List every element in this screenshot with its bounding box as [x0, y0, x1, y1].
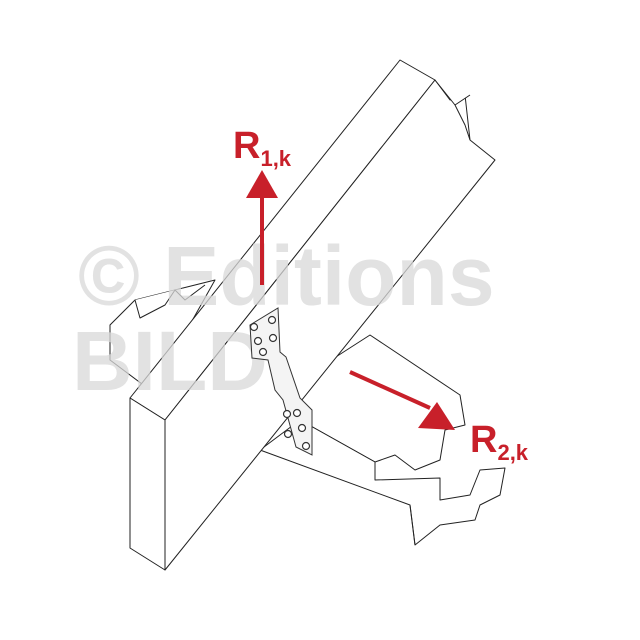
bolt-icon	[301, 441, 311, 451]
bolt-icon	[249, 322, 259, 332]
bolt-icon	[253, 336, 263, 346]
force-arrow-r2	[349, 370, 455, 430]
bolt-icon	[258, 347, 268, 357]
bolt-icon	[297, 423, 307, 433]
bolt-icon	[282, 409, 292, 419]
watermark-line2: BILD	[72, 314, 268, 408]
bolt-icon	[267, 315, 277, 325]
watermark-line1: © Editions	[78, 229, 495, 323]
force-label-r1: R1,k	[233, 125, 292, 171]
right-beam	[259, 334, 506, 546]
steel-connector	[249, 307, 313, 456]
force-label-r2: R2,k	[470, 419, 529, 465]
left-beam	[109, 279, 216, 391]
bolt-icon	[283, 429, 293, 439]
rafter	[129, 59, 496, 571]
force-arrow-r1	[246, 170, 278, 285]
bolt-icon	[292, 408, 302, 418]
bolt-icon	[268, 333, 278, 343]
